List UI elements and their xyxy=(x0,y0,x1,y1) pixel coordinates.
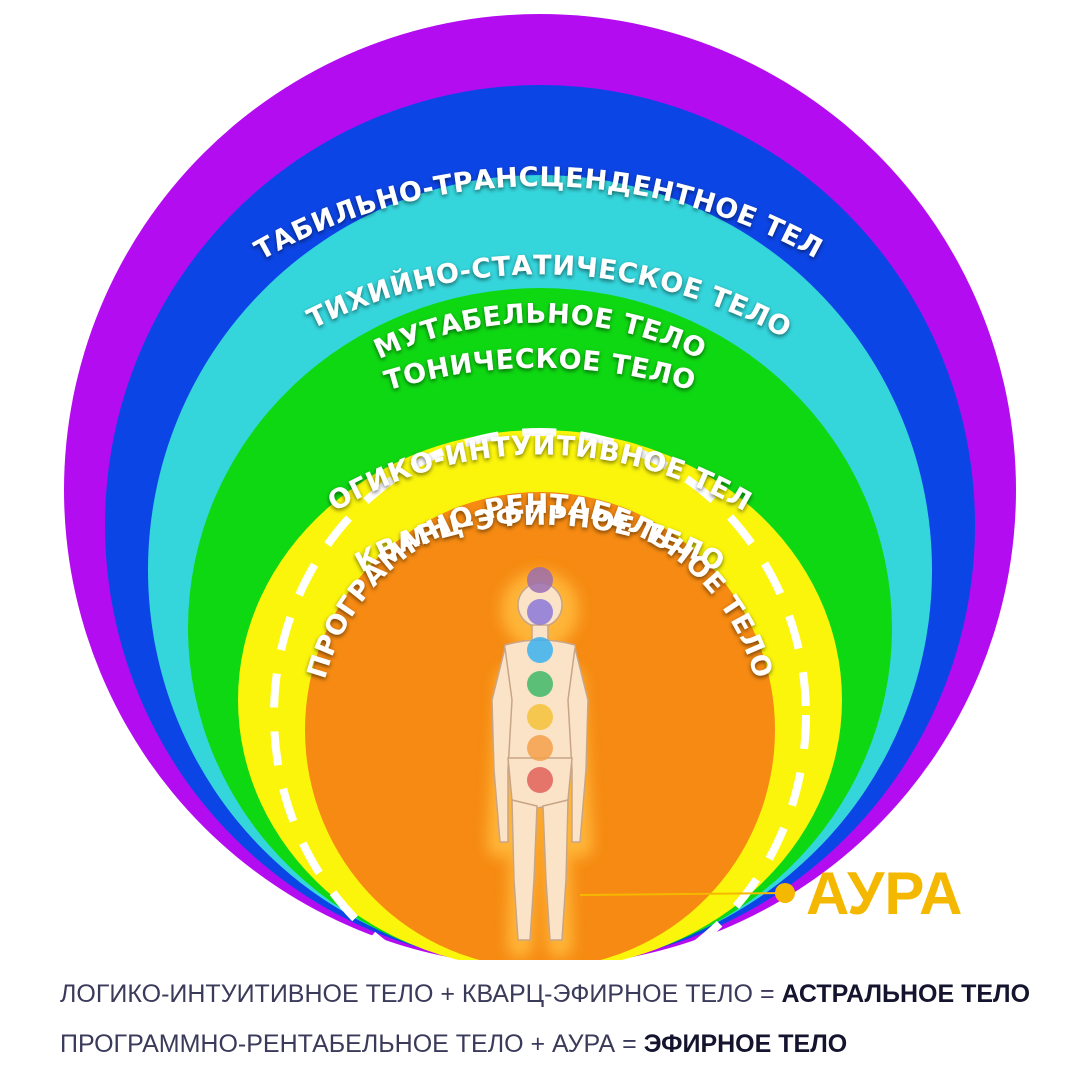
legend-etheric: ПРОГРАММНО-РЕНТАБЕЛЬНОЕ ТЕЛО + АУРА = ЭФ… xyxy=(60,1030,847,1059)
chakras xyxy=(527,567,553,793)
legend-astral-result: АСТРАЛЬНОЕ ТЕЛО xyxy=(781,980,1031,1008)
chakra-7 xyxy=(527,767,553,793)
chakra-1 xyxy=(527,567,553,593)
aura-pointer-dot xyxy=(775,883,795,903)
legend-etheric-formula: ПРОГРАММНО-РЕНТАБЕЛЬНОЕ ТЕЛО + АУРА = xyxy=(60,1030,644,1058)
human-figure xyxy=(487,567,593,958)
legend-etheric-result: ЭФИРНОЕ ТЕЛО xyxy=(643,1030,848,1058)
aura-bodies-diagram: АУРА СТАБИЛЬНО-ТРАНСЦЕНДЕНТНОЕ ТЕЛО СТИХ… xyxy=(0,0,1016,960)
chakra-3 xyxy=(527,637,553,663)
chakra-5 xyxy=(527,704,553,730)
aura-pointer-line xyxy=(579,892,786,896)
legend-astral: ЛОГИКО-ИНТУИТИВНОЕ ТЕЛО + КВАРЦ-ЭФИРНОЕ … xyxy=(60,980,1030,1009)
dashed-boundary xyxy=(270,428,810,960)
legend-astral-formula: ЛОГИКО-ИНТУИТИВНОЕ ТЕЛО + КВАРЦ-ЭФИРНОЕ … xyxy=(60,980,782,1008)
aura-label: АУРА xyxy=(806,860,962,927)
chakra-6 xyxy=(527,735,553,761)
body-outline xyxy=(491,582,589,941)
chakra-2 xyxy=(527,599,553,625)
chakra-4 xyxy=(527,671,553,697)
